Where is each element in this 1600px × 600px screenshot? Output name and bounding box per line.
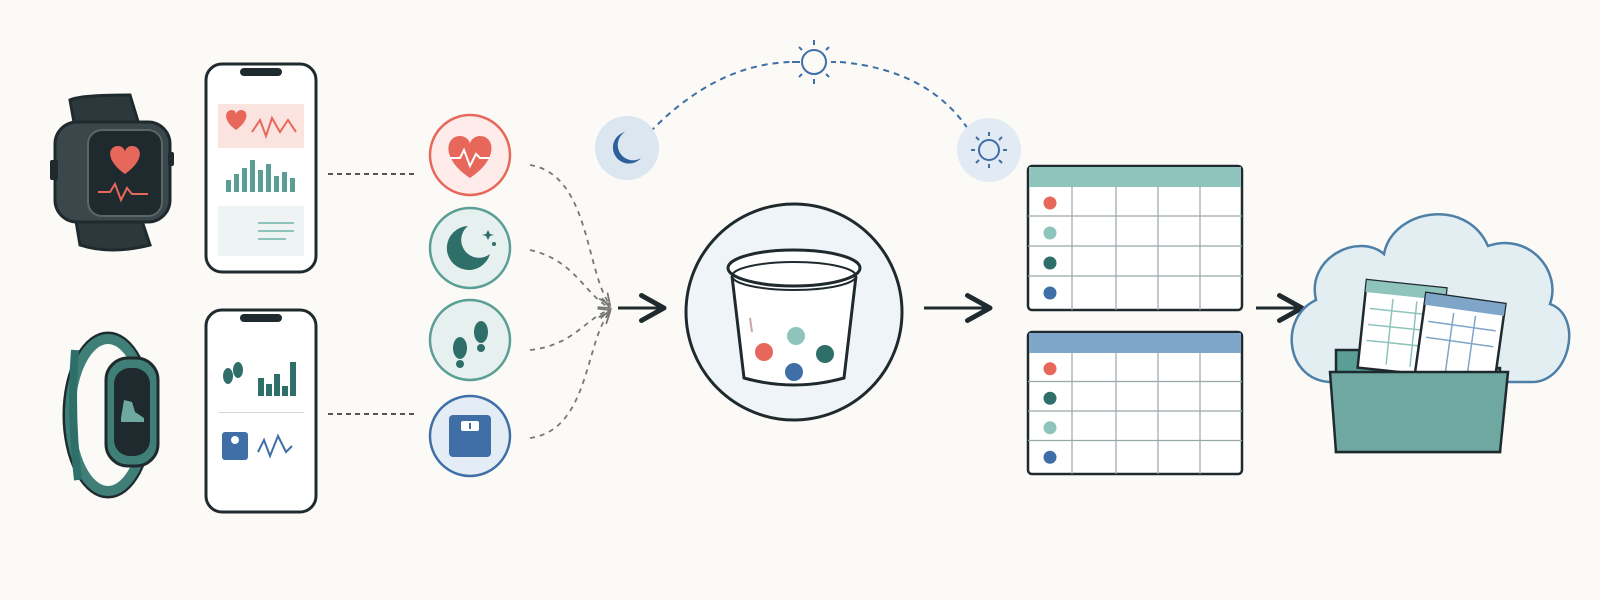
phone2-weight-row bbox=[222, 432, 293, 460]
folder-document-2 bbox=[1412, 291, 1507, 391]
table-row-dot bbox=[1043, 391, 1057, 405]
metric-weight bbox=[428, 394, 512, 478]
metric-steps bbox=[428, 298, 512, 382]
table-row-dot bbox=[1043, 226, 1057, 240]
moon-stars-icon bbox=[446, 226, 496, 270]
table-row-dot bbox=[1043, 256, 1057, 270]
scale-icon bbox=[449, 415, 491, 457]
cloud-storage bbox=[1290, 213, 1571, 454]
table-row-dot bbox=[1043, 421, 1057, 435]
sun-icon bbox=[957, 118, 1021, 182]
phone2-steps-row bbox=[218, 362, 304, 413]
converging-links bbox=[529, 164, 613, 439]
heart-icon bbox=[110, 146, 140, 174]
table-row-dot bbox=[1043, 196, 1057, 210]
tables-group bbox=[1026, 164, 1244, 476]
day-cycle-arc bbox=[595, 40, 1021, 182]
cloud-folder-icon bbox=[1328, 278, 1510, 454]
phone-1 bbox=[204, 62, 318, 274]
metric-heart-rate bbox=[428, 113, 512, 197]
table-row-dot bbox=[1043, 286, 1057, 300]
table-header bbox=[1029, 333, 1241, 353]
phone1-bar-row bbox=[226, 160, 295, 192]
bucket-dots bbox=[755, 327, 834, 381]
table-row-dot bbox=[1043, 450, 1057, 464]
table-header bbox=[1029, 167, 1241, 187]
phone1-heart-row bbox=[218, 104, 304, 148]
phone-2 bbox=[204, 308, 318, 514]
data-bucket bbox=[684, 202, 904, 422]
moon-icon bbox=[595, 116, 659, 180]
shoe-icon bbox=[121, 400, 144, 422]
sun-icon bbox=[792, 40, 836, 84]
metric-sleep bbox=[428, 206, 512, 290]
fitness-band bbox=[62, 331, 160, 499]
footprints-icon bbox=[453, 321, 488, 368]
data-table bbox=[1026, 164, 1244, 312]
phone1-sleep-row bbox=[218, 206, 304, 256]
data-table bbox=[1026, 330, 1244, 476]
heart-rate-icon bbox=[448, 136, 492, 178]
table-row-dot bbox=[1043, 362, 1057, 376]
smartwatch bbox=[50, 93, 174, 252]
